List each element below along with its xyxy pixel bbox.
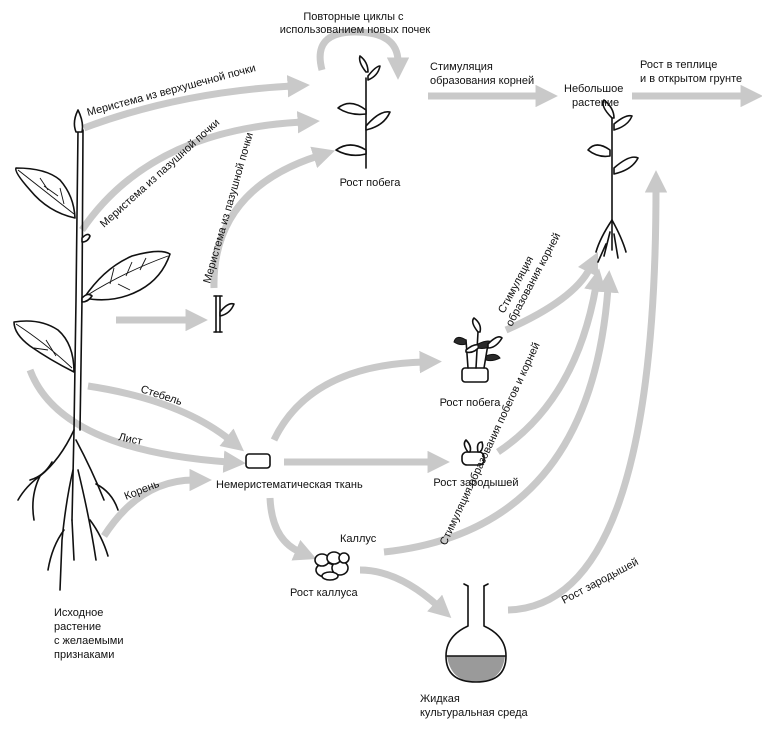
arrow-flask-to-small-plant [507,170,668,614]
label-leaf: Лист [117,431,143,448]
arrow-callus-to-flask [359,566,452,618]
label-greenhouse: Рост в теплице и в открытом грунте [640,59,742,85]
arrow-axillary1-to-shoot [79,111,320,232]
arrow-apical-to-shoot [82,75,310,132]
label-callus: Каллус [340,533,377,545]
label-liquid-medium: Жидкая культуральная среда [420,693,529,719]
mid-shoot-cluster [453,317,503,383]
label-source-plant: Исходное растение с желаемыми признаками [54,607,127,661]
top-shoot [335,55,391,169]
arrow-tissue-to-shoot-growth [270,350,442,442]
arrow-repeat-cycles [316,28,410,80]
culture-flask [445,583,507,683]
label-repeat-cycles: Повторные циклы с использованием новых п… [280,11,431,36]
label-callus-growth: Рост каллуса [290,587,358,599]
label-shoot-growth-mid: Рост побега [440,397,502,409]
label-root-stim-mid: Стимуляция образования корней [492,225,563,329]
arrow-tissue-to-callus [266,497,317,561]
small-plant [587,99,639,263]
label-shoot-growth-top: Рост побега [340,177,402,189]
label-axillary-meristem-1: Меристема из пазушной почки [98,117,222,231]
callus-clump [314,551,350,581]
tissue-block [245,453,271,469]
label-root-stim-top: Стимуляция образования корней [430,61,534,87]
embryos [461,439,485,466]
label-embryo-growth: Рост зародышей [433,477,518,489]
label-small-plant: Небольшое растение [564,83,626,109]
arrow-leaf-to-tissue [26,368,246,473]
arrow-stem-to-tissue [87,382,244,452]
arrow-callus-to-small-plant [383,270,619,556]
arrow-root-to-tissue [101,468,212,538]
stem-cutting [213,295,235,333]
arrow-embryo-to-small-plant [496,268,607,455]
label-axillary-meristem-2: Меристема из пазушной почки [201,131,256,285]
label-non-meristematic: Немеристематическая ткань [216,479,363,491]
flask-liquid [447,656,505,682]
source-plant [13,109,171,591]
arrows [26,28,762,618]
arrow-axillary2-to-shoot [210,146,336,289]
